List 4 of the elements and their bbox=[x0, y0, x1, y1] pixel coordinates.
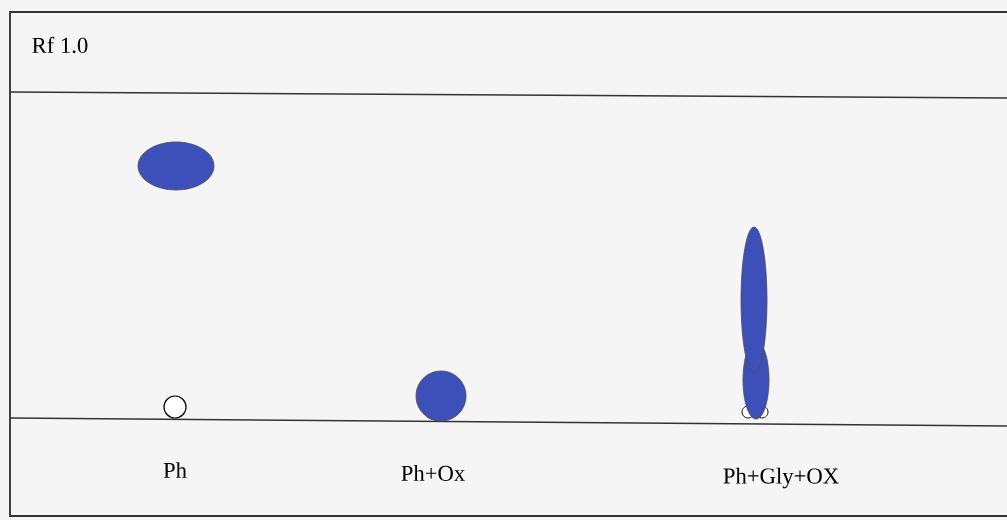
lane-label: Ph bbox=[163, 462, 187, 478]
rf-label: Rf 1.0 bbox=[32, 36, 88, 54]
lane-label: Ph+Gly+OX bbox=[723, 467, 839, 489]
lane-label: Ph+Ox bbox=[401, 465, 465, 481]
